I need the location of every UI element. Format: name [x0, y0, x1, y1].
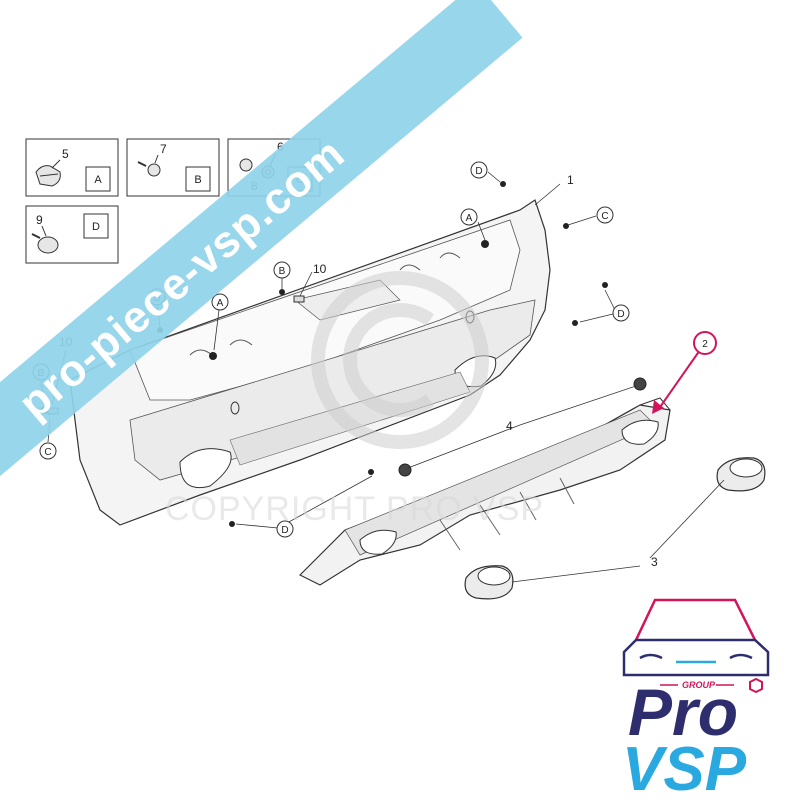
callout-a-upper: A — [460, 208, 478, 226]
legend-letter: D — [92, 221, 100, 233]
rivet-clip-icon — [31, 233, 59, 254]
legend-part-number: 5 — [62, 147, 69, 161]
pro-vsp-logo: GROUP Pro VSP — [622, 598, 770, 800]
svg-text:D: D — [281, 525, 288, 536]
callout-c-far-left: C — [39, 442, 57, 460]
label-part-1: 1 — [567, 173, 574, 187]
car-outline-icon — [622, 598, 770, 677]
callout-d-top: D — [470, 161, 488, 179]
callout-d-bottom: D — [276, 520, 294, 538]
legend-letter: B — [194, 174, 201, 186]
svg-text:A: A — [466, 213, 473, 224]
svg-text:D: D — [617, 309, 624, 320]
screw-icon — [137, 161, 161, 177]
callout-c-right: C — [596, 206, 614, 224]
label-part-3: 3 — [651, 555, 658, 569]
exhaust-tip-right — [716, 457, 766, 492]
callout-d-right: D — [612, 304, 630, 322]
callout-a-left: A — [211, 293, 229, 311]
svg-text:A: A — [217, 298, 224, 309]
callout-b-mid: B — [273, 261, 291, 279]
logo-line-1: Pro — [628, 675, 738, 749]
logo-group-text: GROUP — [682, 680, 716, 690]
legend-part-number: 9 — [36, 213, 43, 227]
svg-text:B: B — [279, 266, 286, 277]
label-part-4: 4 — [506, 419, 513, 433]
rear-diffuser — [298, 397, 671, 586]
exhaust-tip-left — [464, 565, 514, 600]
label-part-2: 2 — [702, 339, 708, 350]
legend-box-d: 9 D — [25, 205, 119, 264]
logo-line-2: VSP — [622, 735, 747, 800]
copyright-text: COPYRIGHT PRO VSP — [165, 490, 544, 528]
svg-text:C: C — [601, 211, 608, 222]
svg-text:C: C — [44, 447, 51, 458]
highlight-arrow — [652, 349, 701, 414]
legend-letter: A — [94, 174, 102, 186]
legend-box-a: 5 A — [25, 138, 119, 197]
legend-box-b: 7 B — [126, 138, 220, 197]
hex-nut-icon — [749, 677, 763, 694]
label-part-10-upper: 10 — [313, 262, 327, 276]
copyright-watermark: COPYRIGHT PRO VSP — [165, 271, 544, 528]
svg-text:D: D — [475, 166, 482, 177]
highlight-callout-2: 2 — [693, 331, 717, 355]
push-clip-icon — [35, 165, 61, 187]
legend-part-number: 7 — [160, 142, 167, 156]
